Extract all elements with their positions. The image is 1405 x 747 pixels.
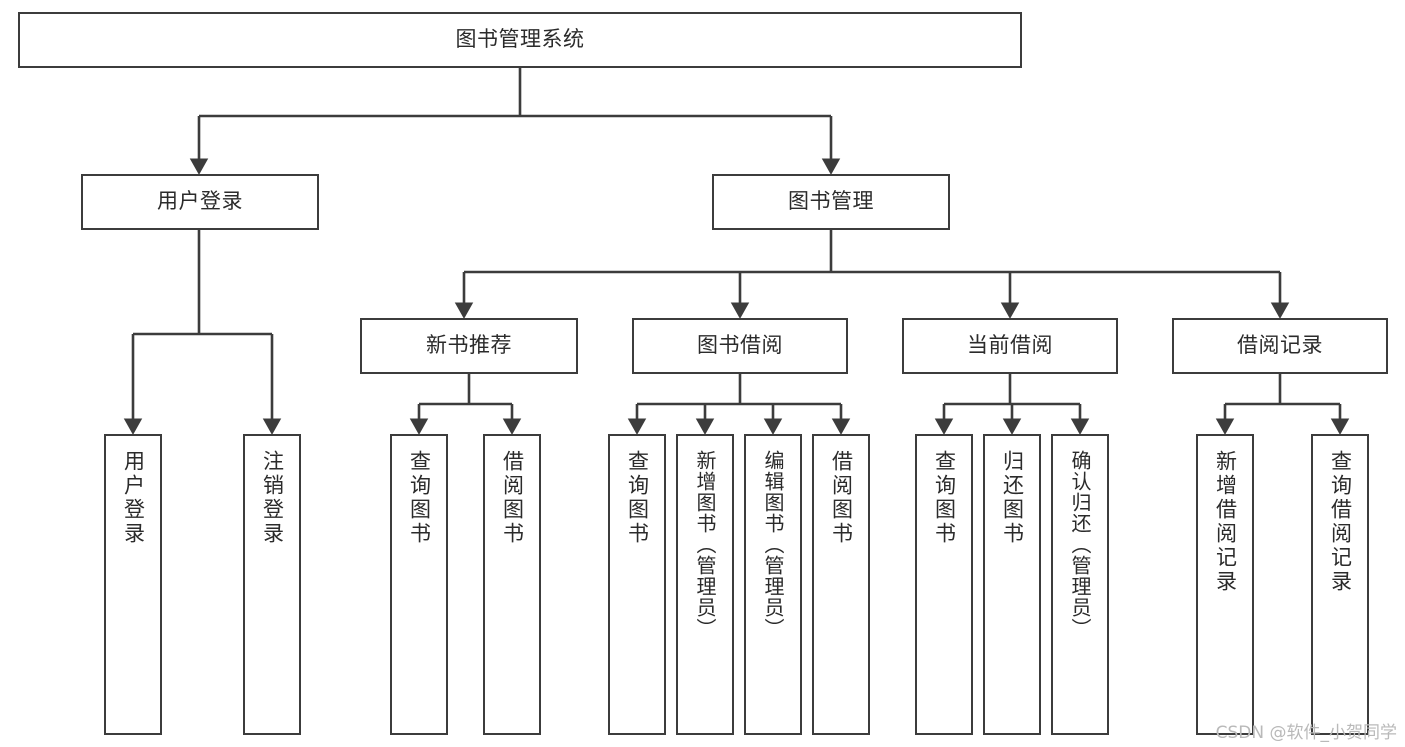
node-label: 查询借阅记录 [1328,450,1353,594]
node-user-login[interactable]: 用户登录 [81,174,319,230]
leaf-query-book-2[interactable]: 查询图书 [608,434,666,735]
node-label: 图书管理 [788,189,874,214]
node-book-borrow[interactable]: 图书借阅 [632,318,848,374]
node-label: 查询图书 [932,450,957,546]
leaf-add-borrow-record[interactable]: 新增借阅记录 [1196,434,1254,735]
leaf-user-logout[interactable]: 注销登录 [243,434,301,735]
node-label: 新增图书（管理员） [693,450,717,639]
node-label: 当前借阅 [967,333,1053,358]
leaf-confirm-return-admin[interactable]: 确认归还（管理员） [1051,434,1109,735]
node-borrow-record[interactable]: 借阅记录 [1172,318,1388,374]
node-label: 图书借阅 [697,333,783,358]
node-label: 用户登录 [121,450,146,546]
leaf-borrow-book-2[interactable]: 借阅图书 [812,434,870,735]
node-label: 新增借阅记录 [1213,450,1238,594]
node-label: 图书管理系统 [455,27,585,52]
leaf-query-book-1[interactable]: 查询图书 [390,434,448,735]
node-current-borrow[interactable]: 当前借阅 [902,318,1118,374]
node-label: 确认归还（管理员） [1068,450,1092,639]
leaf-add-book-admin[interactable]: 新增图书（管理员） [676,434,734,735]
leaf-user-login-do[interactable]: 用户登录 [104,434,162,735]
node-label: 用户登录 [157,189,243,214]
leaf-return-book[interactable]: 归还图书 [983,434,1041,735]
node-label: 注销登录 [260,450,285,546]
node-label: 编辑图书（管理员） [761,450,785,639]
node-root-system[interactable]: 图书管理系统 [18,12,1022,68]
node-label: 查询图书 [625,450,650,546]
node-book-manage[interactable]: 图书管理 [712,174,950,230]
leaf-edit-book-admin[interactable]: 编辑图书（管理员） [744,434,802,735]
leaf-borrow-book-1[interactable]: 借阅图书 [483,434,541,735]
node-label: 归还图书 [1000,450,1025,546]
leaf-query-book-3[interactable]: 查询图书 [915,434,973,735]
node-label: 新书推荐 [426,333,512,358]
leaf-query-borrow-record[interactable]: 查询借阅记录 [1311,434,1369,735]
node-label: 查询图书 [407,450,432,546]
node-new-book-recommend[interactable]: 新书推荐 [360,318,578,374]
node-label: 借阅图书 [500,450,525,546]
node-label: 借阅图书 [829,450,854,546]
node-label: 借阅记录 [1237,333,1323,358]
